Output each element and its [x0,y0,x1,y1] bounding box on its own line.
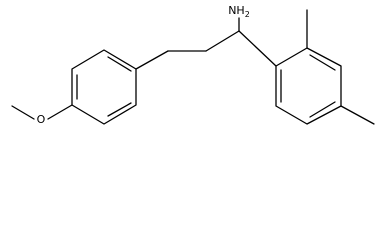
para-methyl-bond [340,105,375,125]
amine-subscript: 2 [245,10,250,19]
ring-a-double-bond-2 [107,102,132,117]
ring-b-outline [275,47,342,125]
ring-to-oxygen-bond [47,104,73,120]
structure-canvas: O NH2 [11,4,375,126]
chain-to-ring-b-bond [238,30,277,67]
amine-symbol: NH [228,4,245,17]
methoxy-group: O [11,104,73,126]
methoxyphenyl-ring [71,49,137,125]
methoxy-oxygen-label: O [37,113,46,126]
ring-b-double-bond-3 [309,101,336,118]
chain-bond-1 [135,50,169,70]
propyl-chain: NH2 [135,4,277,70]
oxygen-to-methyl-bond [11,105,35,120]
ring-b-double-bond-2 [309,54,336,71]
ring-a-outline [71,49,137,125]
dimethylphenyl-ring [275,9,375,125]
chain-bond-3 [205,30,240,52]
ring-a-double-bond-1 [107,56,132,72]
amine-label: NH2 [228,4,250,19]
molecule-structure: O NH2 [11,4,375,126]
